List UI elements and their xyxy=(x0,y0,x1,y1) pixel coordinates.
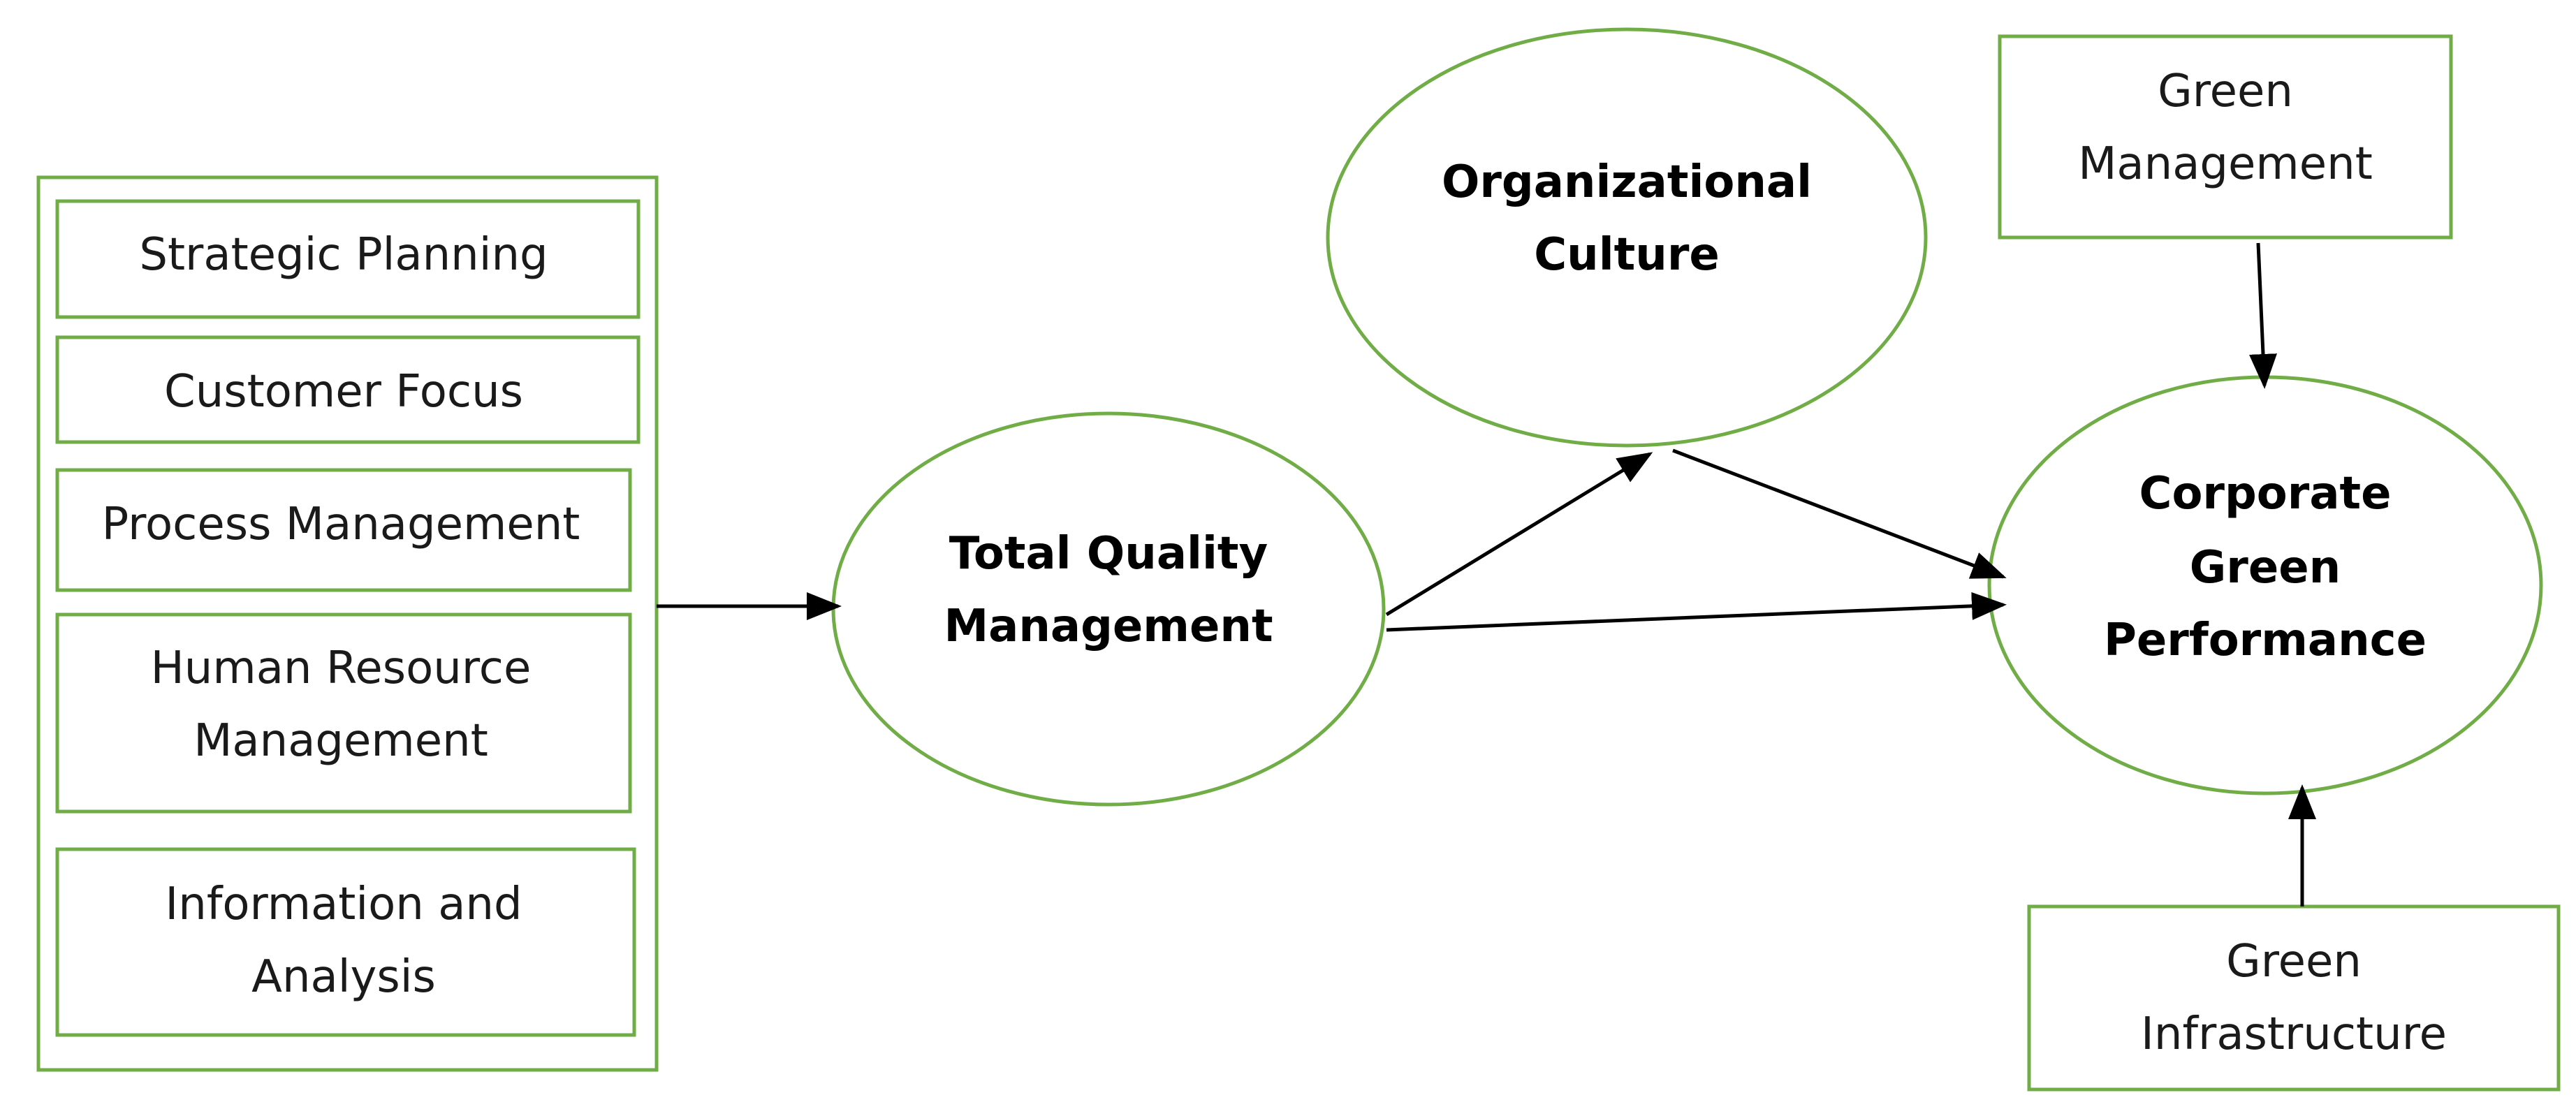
info-label-line2: Analysis xyxy=(251,951,436,1003)
customer-focus-label: Customer Focus xyxy=(164,366,523,418)
process-management-box: Process Management xyxy=(55,468,632,592)
gi-label-line2: Infrastructure xyxy=(2141,1008,2447,1060)
tqm-label-line2: Management xyxy=(944,601,1273,652)
corporate-green-performance-node: Corporate Green Performance xyxy=(1987,375,2543,795)
information-analysis-box: Information and Analysis xyxy=(55,847,636,1037)
green-infrastructure-box: Green Infrastructure xyxy=(2027,904,2561,1092)
organizational-culture-node: Organizational Culture xyxy=(1326,27,1928,448)
strategic-planning-box: Strategic Planning xyxy=(55,199,641,319)
arrow-green-management-to-performance xyxy=(2249,242,2277,389)
arrow-tqm-to-performance xyxy=(1386,592,2007,632)
customer-focus-box: Customer Focus xyxy=(55,335,641,444)
hrm-label-line2: Management xyxy=(193,715,488,767)
oc-label-line1: Organizational xyxy=(1442,156,1812,208)
strategic-planning-label: Strategic Planning xyxy=(139,229,548,281)
gm-label-line1: Green xyxy=(2158,66,2293,117)
cgp-label-line2: Green xyxy=(2190,542,2341,594)
tqm-label-line1: Total Quality xyxy=(949,528,1268,580)
arrow-tqm-to-culture xyxy=(1385,452,1653,617)
process-management-label: Process Management xyxy=(102,499,580,550)
gm-label-line2: Management xyxy=(2078,138,2373,190)
tqm-node: Total Quality Management xyxy=(831,411,1386,807)
gi-label-line1: Green xyxy=(2226,936,2362,987)
cgp-label-line3: Performance xyxy=(2104,615,2427,666)
info-label-line1: Information and xyxy=(165,879,522,930)
arrow-culture-to-performance xyxy=(1672,448,2007,579)
cgp-label-line1: Corporate xyxy=(2139,468,2391,520)
human-resource-management-box: Human Resource Management xyxy=(55,612,632,814)
green-management-box: Green Management xyxy=(1998,34,2453,240)
hrm-label-line1: Human Resource xyxy=(151,643,532,694)
oc-label-line2: Culture xyxy=(1534,229,1720,281)
